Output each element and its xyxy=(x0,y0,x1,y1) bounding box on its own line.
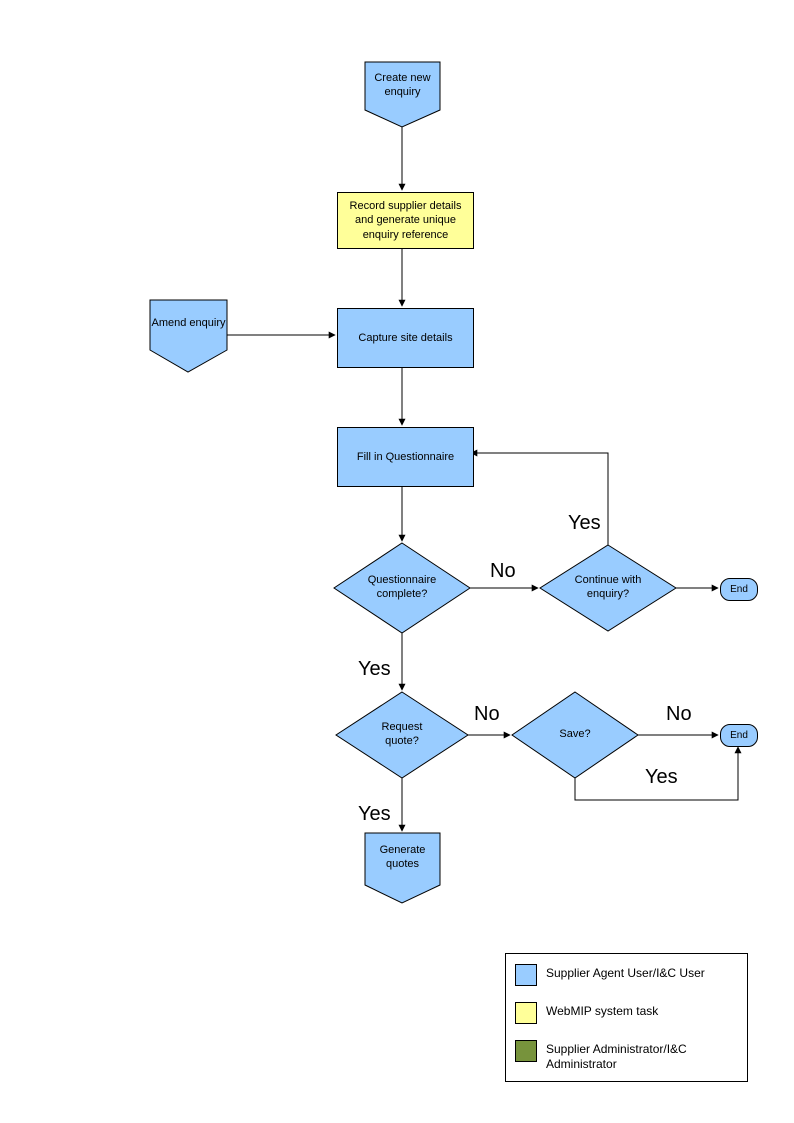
legend-swatch-yellow xyxy=(515,1002,537,1024)
end-terminator-bottom: End xyxy=(720,724,758,747)
record-supplier-details-node: Record supplier details and generate uni… xyxy=(337,192,474,249)
legend-swatch-blue xyxy=(515,964,537,986)
request-quote-diamond xyxy=(335,691,469,779)
create-new-enquiry-shape xyxy=(364,61,441,128)
amend-enquiry-shape xyxy=(149,299,228,373)
edge-label-no-save: No xyxy=(666,703,692,725)
legend-box: Supplier Agent User/I&C User WebMIP syst… xyxy=(505,953,748,1082)
legend-label-supplier-admin: Supplier Administrator/I&C Administrator xyxy=(546,1042,687,1071)
legend-label-webmip-task: WebMIP system task xyxy=(546,1004,659,1018)
fill-in-questionnaire-node: Fill in Questionnaire xyxy=(337,427,474,487)
legend-row-supplier-admin: Supplier Administrator/I&C Administrator xyxy=(515,1040,741,1072)
continue-with-enquiry-diamond xyxy=(539,544,677,632)
edge-label-yes-continue: Yes xyxy=(568,512,601,534)
legend-row-supplier-agent: Supplier Agent User/I&C User xyxy=(515,964,741,986)
legend-swatch-green xyxy=(515,1040,537,1062)
questionnaire-complete-diamond xyxy=(333,542,471,634)
connector-save-yes-to-end xyxy=(574,746,742,801)
edge-label-yes-questionnaire: Yes xyxy=(358,658,391,680)
legend-row-webmip-task: WebMIP system task xyxy=(515,1002,741,1024)
end-terminator-top: End xyxy=(720,578,758,601)
connector-continue-yes-to-fill xyxy=(470,449,609,545)
edge-label-no-request-quote: No xyxy=(474,703,500,725)
capture-site-details-node: Capture site details xyxy=(337,308,474,368)
edge-label-yes-request-quote: Yes xyxy=(358,803,391,825)
legend-label-supplier-agent: Supplier Agent User/I&C User xyxy=(546,966,705,980)
save-diamond xyxy=(511,691,639,779)
edge-label-no-questionnaire: No xyxy=(490,560,516,582)
edge-label-yes-save: Yes xyxy=(645,766,678,788)
generate-quotes-shape xyxy=(364,832,441,904)
